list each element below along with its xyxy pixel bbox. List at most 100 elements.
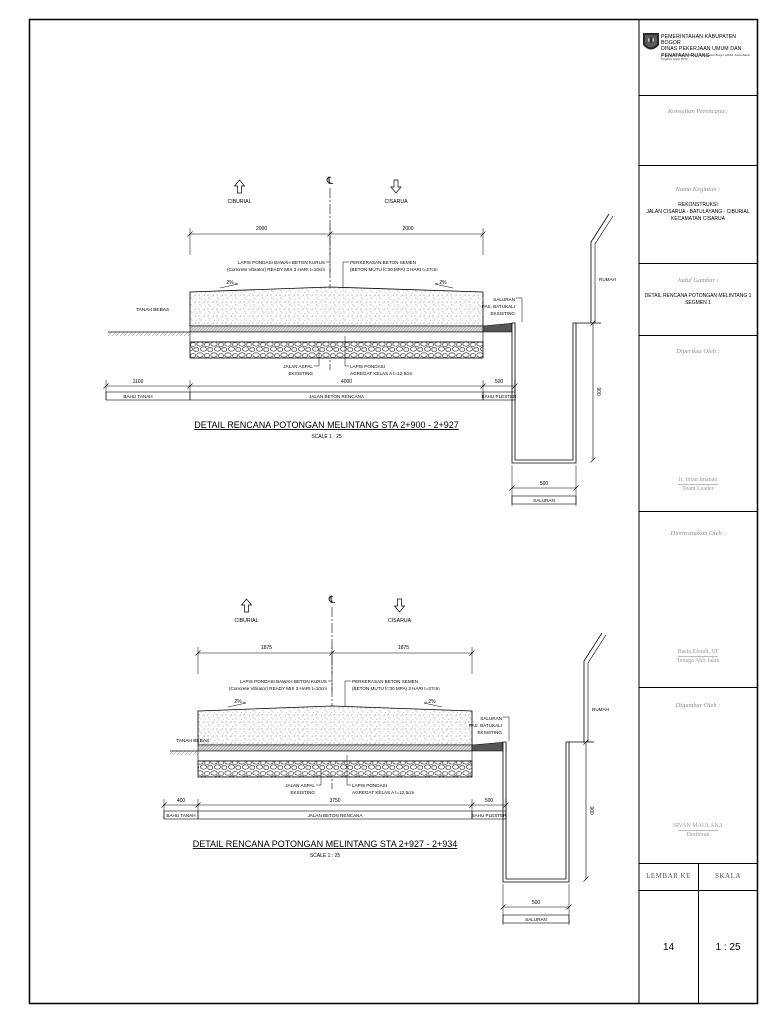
ground-hatch [108, 332, 190, 336]
label-perkerasan-beton: PERKERASAN BETON SEMEN [352, 679, 418, 684]
consultant-label: Konsultan Perencana : [667, 108, 729, 115]
leader-line [516, 297, 523, 322]
sheet-number: 14 [662, 942, 675, 953]
planned-label: Direncanakan Oleh : [670, 530, 726, 537]
sheet-label: LEMBAR KE [646, 872, 691, 880]
plastered-shoulder [482, 322, 516, 333]
channel-height-value: 900 [588, 806, 594, 815]
zone-band [105, 391, 516, 401]
plastered-shoulder [471, 741, 507, 752]
bahu-plester-label: BAHU PLESTER [472, 813, 508, 818]
jalan-aspal-label: EKSISTING [290, 790, 315, 795]
leader-line [503, 716, 510, 741]
leader-line [346, 755, 351, 786]
ground-hatch [170, 751, 198, 755]
bahu-tanah-label: BAHU TANAH [123, 394, 152, 399]
house-wall [587, 634, 607, 742]
title-block-sheet-scale: LEMBAR KE SKALA 14 1 : 25 [639, 864, 757, 1003]
activity-line: JALAN CISARUA - BATULAYANG - CIBURIAL [646, 209, 750, 215]
label-lapis-pondasi-bawah: LAPIS PONDASI BAWAH BETON KURUS [238, 260, 325, 265]
drawing-title-line: SEGMEN 1 [685, 300, 711, 306]
dimension-tick [566, 904, 572, 910]
saluran-band [502, 914, 570, 924]
label-perkerasan-beton: PERKERASAN BETON SEMEN [350, 260, 416, 265]
dimension-tick [590, 457, 596, 463]
activity-line: KECAMATAN CISARUA [671, 216, 725, 222]
checked-label: Diperiksa Oleh : [676, 348, 720, 355]
dimension-tick [187, 231, 193, 237]
lapis-pondasi-label: LAPIS PONDASI [350, 364, 385, 369]
leader-line [316, 769, 322, 786]
label-perkerasan-beton-spec: (BETON MUTU fc'30 MPA) 3 HARI t=27cm [350, 267, 438, 272]
dimension-tick [469, 802, 475, 808]
label-perkerasan-beton-spec: (BETON MUTU fc'30 MPA) 3 HARI t=27cm [352, 686, 440, 691]
dimension-tick [327, 231, 333, 237]
dimension-tick [512, 383, 518, 389]
rumah-label: RUMAH [592, 707, 609, 712]
scale-label: SKALA [715, 872, 741, 880]
leader-line [342, 261, 349, 290]
dimension-tick [329, 650, 335, 656]
rumah-label: RUMAH [599, 277, 616, 282]
title-block-drawn: Digambar Oleh : IRVAN MAULANA Drafteran [639, 688, 757, 864]
title-block-consultant: Konsultan Perencana : [639, 96, 757, 166]
dimension-tick [500, 904, 506, 910]
house-wall [583, 632, 603, 742]
title-block-logo: PEMERINTAHAN KABUPATEN BOGOR DINAS PEKER… [639, 20, 757, 96]
bahu-tanah-label: BAHU TANAH [166, 813, 195, 818]
slope-left-label: 2% [226, 280, 234, 286]
direction-left-label: CIBURIAL [235, 618, 259, 624]
org-address: Jl. Tegar Beriman, Cibinong - Kabupaten … [661, 53, 750, 61]
direction-right-label: CISARUA [384, 199, 408, 205]
direction-left-label: CIBURIAL [228, 199, 252, 205]
zone-band [163, 810, 507, 820]
drawn-name: IRVAN MAULANA [673, 823, 723, 829]
slope-left-label: 2% [234, 699, 242, 705]
slope-left-arrow [219, 282, 239, 289]
kabupaten-crest-icon [643, 33, 659, 50]
sheet-scale-divider [698, 864, 699, 1003]
lane-width-right: 1875 [398, 645, 409, 651]
centerline-symbol: ℄ [326, 176, 334, 187]
road-width: 4000 [341, 379, 352, 385]
leader-line [328, 680, 333, 691]
activity-line: REKONSTRUKSI [678, 202, 718, 208]
scale-value: 1 : 25 [715, 942, 741, 953]
concrete-pavement-slab [197, 705, 473, 746]
lean-concrete-layer [197, 744, 473, 752]
title-block-planned: Direncanakan Oleh : Rasia Efendi, ST Ten… [639, 512, 757, 688]
checked-name: Ir. Iman Imanan [678, 477, 718, 483]
lapis-pondasi-label: AGREGAT KELAS A t=12,5cm [352, 790, 414, 795]
drawing-title-line: DETAIL RENCANA POTONGAN MELINTANG 1 [644, 293, 752, 299]
dimension-tick [583, 876, 589, 882]
leader-line [314, 350, 320, 367]
saluran-label: EKSISTING [490, 311, 515, 316]
saluran-bottom-label: SALURAN [525, 917, 547, 922]
dimension-tick [503, 802, 509, 808]
house-wall [594, 215, 614, 323]
leader-line [326, 261, 331, 272]
house-wall [590, 213, 610, 323]
dimension-tick [469, 650, 475, 656]
leader-line [344, 336, 349, 367]
centerline-symbol: ℄ [328, 595, 336, 606]
jalan-aspal-label: EKSISTING [288, 371, 313, 376]
planned-role: Tenaga Ahli Jalan [676, 658, 720, 664]
drawn-label: Digambar Oleh : [675, 702, 721, 709]
dimension-tick [195, 802, 201, 808]
drawn-role: Drafteran [686, 832, 710, 838]
title-block-checked: Diperiksa Oleh : Ir. Iman Imanan Team Le… [639, 336, 757, 512]
sheet-border [28, 18, 759, 1005]
arrow-down-icon [390, 179, 402, 194]
dimension-tick [480, 383, 486, 389]
dimension-tick [195, 650, 201, 656]
activity-label: Nama Kegiatan : [675, 186, 721, 193]
section-title: DETAIL RENCANA POTONGAN MELINTANG STA 2+… [194, 420, 459, 430]
arrow-up-icon [233, 179, 246, 194]
drainage-channel [511, 322, 577, 464]
label-lapis-pondasi-bawah-spec: (Concrete Vibrator) READY MIX 3 HARI t=1… [229, 686, 327, 691]
dimension-tick [161, 802, 167, 808]
